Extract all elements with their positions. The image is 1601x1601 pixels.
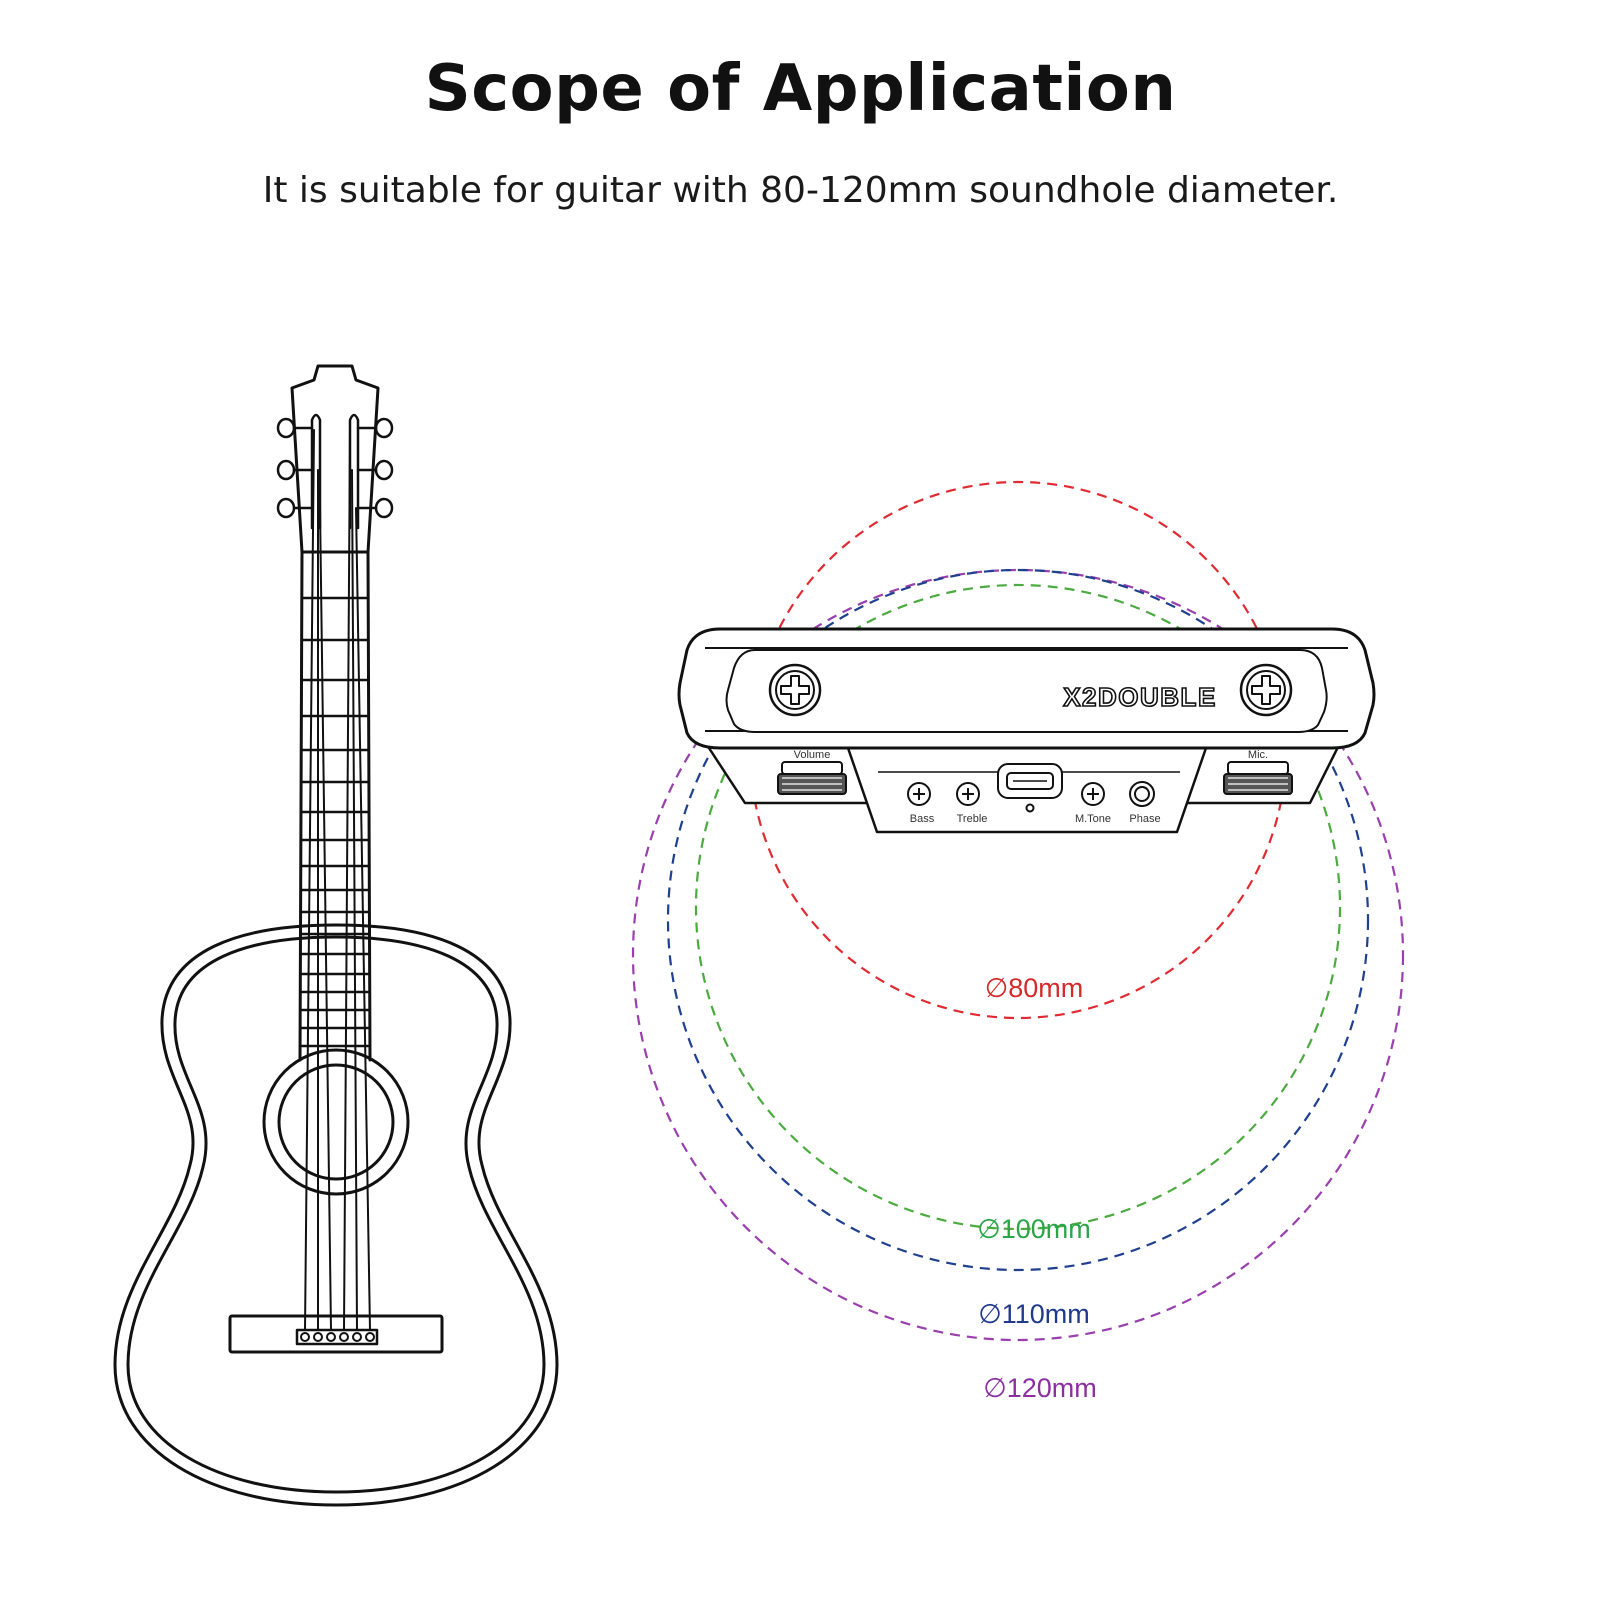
- guitar-neck: [298, 550, 372, 1062]
- ring-120mm: [631, 568, 1405, 1342]
- bass-label: Bass: [910, 813, 935, 825]
- pickup-face-panel: [725, 649, 1328, 733]
- treble-knob[interactable]: [956, 782, 980, 806]
- guitar-body-binding: [126, 935, 546, 1494]
- bass-knob[interactable]: [907, 782, 931, 806]
- guitar-strings: [304, 429, 371, 1331]
- label-110mm: ∅110mm: [978, 1299, 1090, 1329]
- ring-110mm: [666, 568, 1370, 1272]
- guitar-illustration: [113, 364, 559, 1507]
- guitar-soundhole: [277, 1063, 395, 1181]
- mtone-label: M.Tone: [1075, 813, 1111, 825]
- label-120mm: ∅120mm: [983, 1373, 1097, 1403]
- label-80mm: ∅80mm: [985, 973, 1084, 1003]
- led-indicator: [1025, 803, 1035, 813]
- guitar-bridge: [228, 1314, 444, 1354]
- brand-logo: X2DOUBLE: [1063, 682, 1217, 712]
- mtone-knob[interactable]: [1081, 782, 1105, 806]
- guitar-saddle: [295, 1328, 379, 1346]
- mic-wheel[interactable]: [1223, 761, 1293, 795]
- diameter-rings: [631, 480, 1405, 1342]
- screw-right-icon: [1239, 663, 1293, 717]
- treble-label: Treble: [957, 813, 988, 825]
- phase-label: Phase: [1129, 813, 1160, 825]
- volume-wheel[interactable]: [777, 761, 847, 795]
- phase-button[interactable]: [1129, 781, 1155, 807]
- page-title: Scope of Application: [424, 52, 1177, 126]
- pickup-device: [677, 627, 1376, 834]
- volume-label: Volume: [794, 749, 831, 761]
- usb-port-icon: [997, 763, 1063, 799]
- guitar-body-outer: [113, 923, 559, 1507]
- guitar-rosette: [262, 1048, 410, 1196]
- page-subtitle: It is suitable for guitar with 80-120mm …: [262, 170, 1339, 211]
- mic-label: Mic.: [1248, 749, 1268, 761]
- ring-100mm: [694, 583, 1342, 1231]
- guitar-headstock: [290, 364, 380, 554]
- label-100mm: ∅100mm: [977, 1214, 1091, 1244]
- screw-left-icon: [768, 663, 822, 717]
